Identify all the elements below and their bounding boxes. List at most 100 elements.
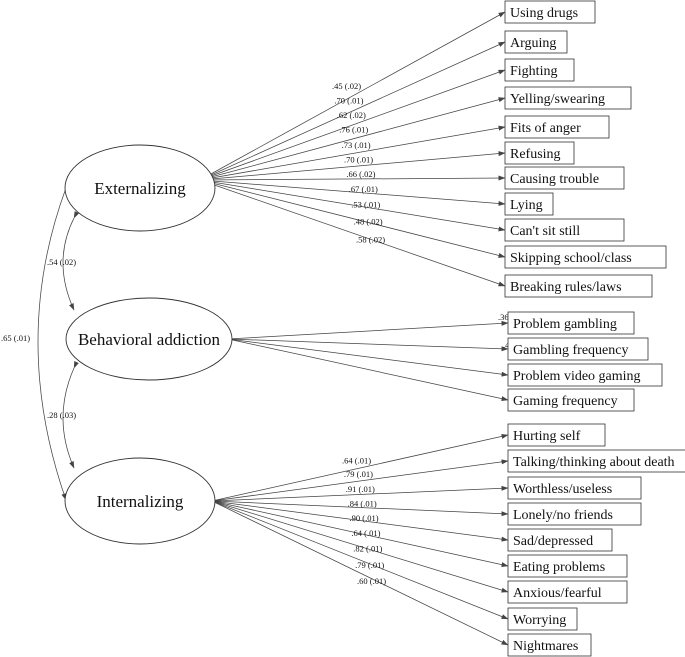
loading-label-fits-of-anger: .73 (.01) [342, 140, 371, 150]
loading-label-hurting-self: .64 (.01) [342, 455, 371, 465]
loading-path-sad-depressed [211, 500, 509, 542]
item-gambling-frequency: Gambling frequency [507, 337, 649, 361]
loading-path-talking-thinking-about-death [211, 459, 509, 502]
item-box-gambling-frequency [507, 337, 649, 361]
item-box-problem-video-gaming [507, 363, 663, 387]
item-lying: Lying [504, 192, 554, 216]
loading-label-eating-problems: .64 (.01) [351, 528, 380, 538]
loading-label-breaking-rules-laws: .58 (.02) [356, 235, 385, 245]
loading-path-yelling-swearing [199, 97, 506, 181]
loading-label-nightmares: .60 (.01) [357, 576, 386, 586]
item-gaming-frequency: Gaming frequency [507, 388, 635, 412]
loading-label-sad-depressed: .90 (.01) [350, 513, 379, 523]
item-label-lonely-no-friends: Lonely/no friends [513, 508, 613, 523]
loading-path-anxious-fearful [211, 500, 509, 593]
item-label-arguing: Arguing [510, 36, 556, 51]
item-eating-problems: Eating problems [507, 554, 628, 578]
item-box-arguing [504, 30, 568, 54]
loading-path-using-drugs [199, 11, 506, 181]
item-lonely-no-friends: Lonely/no friends [507, 502, 642, 526]
loading-path-problem-gambling [227, 320, 509, 340]
item-box-worrying [507, 607, 578, 631]
corr-arc-externalizing-internalizing [37, 181, 71, 501]
latent-factors: Externalizing Behavioral addiction Inter… [64, 144, 233, 545]
item-label-talking-thinking-about-death: Talking/thinking about death [513, 455, 675, 470]
item-box-sad-depressed [507, 528, 613, 552]
factor-externalizing-ellipse [64, 144, 216, 232]
loading-path-lying [199, 179, 506, 206]
item-label-worrying: Worrying [513, 613, 566, 628]
item-label-using-drugs: Using drugs [510, 6, 578, 21]
item-label-refusing: Refusing [510, 147, 561, 162]
item-box-refusing [504, 141, 575, 165]
item-fighting: Fighting [504, 58, 575, 82]
item-problem-video-gaming: Problem video gaming [507, 363, 663, 387]
item-worthless-useless: Worthless/useless [507, 476, 642, 500]
loading-label-skipping-school-class: .48 (.02) [354, 216, 383, 226]
loading-label-causing-trouble: .66 (.02) [346, 169, 375, 179]
item-box-causing-trouble [504, 166, 625, 190]
item-label-nightmares: Nightmares [513, 639, 578, 654]
item-box-breaking-rules-laws [504, 274, 653, 298]
loading-path-gaming-frequency [227, 338, 509, 402]
corr-label-behavioral-internalizing: .28 (.03) [47, 410, 76, 420]
item-label-eating-problems: Eating problems [513, 560, 605, 575]
item-arguing: Arguing [504, 30, 568, 54]
item-box-gaming-frequency [507, 388, 635, 412]
item-box-using-drugs [504, 0, 596, 24]
loading-path-worrying [211, 500, 509, 620]
item-box-fits-of-anger [504, 115, 610, 139]
item-label-fighting: Fighting [510, 64, 557, 79]
item-breaking-rules-laws: Breaking rules/laws [504, 274, 653, 298]
indicator-items: Using drugsArguingFightingYelling/sweari… [504, 0, 685, 657]
item-skipping-school-class: Skipping school/class [504, 245, 667, 269]
item-label-problem-video-gaming: Problem video gaming [513, 369, 641, 384]
item-label-sad-depressed: Sad/depressed [513, 534, 593, 549]
loading-path-lonely-no-friends [211, 500, 509, 517]
loading-path-worthless-useless [211, 485, 509, 502]
item-label-gambling-frequency: Gambling frequency [513, 343, 628, 358]
loading-label-can-t-sit-still: .53 (.01) [351, 200, 380, 210]
loading-paths: .45 (.02).70 (.01).62 (.02).76 (.01).73 … [199, 11, 542, 646]
loading-path-problem-video-gaming [227, 338, 509, 377]
item-yelling-swearing: Yelling/swearing [504, 86, 632, 110]
item-box-worthless-useless [507, 476, 642, 500]
item-box-lonely-no-friends [507, 502, 642, 526]
item-label-can-t-sit-still: Can't sit still [510, 224, 580, 239]
loading-path-causing-trouble [199, 175, 506, 181]
item-fits-of-anger: Fits of anger [504, 115, 610, 139]
loading-path-gambling-frequency [227, 338, 509, 352]
loading-label-lying: .67 (.01) [349, 184, 378, 194]
loading-path-hurting-self [211, 433, 509, 502]
item-box-skipping-school-class [504, 245, 667, 269]
item-problem-gambling: Problem gambling [507, 311, 635, 335]
corr-label-externalizing-behavioral: .54 (.02) [47, 257, 76, 267]
item-label-lying: Lying [510, 198, 543, 213]
loading-label-using-drugs: .45 (.02) [332, 81, 361, 91]
item-nightmares: Nightmares [507, 633, 592, 657]
item-using-drugs: Using drugs [504, 0, 596, 24]
item-causing-trouble: Causing trouble [504, 166, 625, 190]
item-refusing: Refusing [504, 141, 575, 165]
loading-path-can-t-sit-still [199, 179, 506, 232]
loading-path-arguing [199, 41, 506, 181]
item-can-t-sit-still: Can't sit still [504, 218, 625, 242]
item-box-eating-problems [507, 554, 628, 578]
loading-path-eating-problems [211, 500, 509, 568]
item-hurting-self: Hurting self [507, 423, 606, 447]
item-label-causing-trouble: Causing trouble [510, 172, 599, 187]
item-box-problem-gambling [507, 311, 635, 335]
factor-externalizing-label: Externalizing [94, 179, 186, 198]
item-sad-depressed: Sad/depressed [507, 528, 613, 552]
loading-label-talking-thinking-about-death: .79 (.01) [344, 469, 373, 479]
item-label-worthless-useless: Worthless/useless [513, 482, 612, 497]
loading-path-fighting [199, 69, 506, 181]
loading-label-yelling-swearing: .76 (.01) [339, 125, 368, 135]
corr-label-externalizing-internalizing: .65 (.01) [1, 333, 30, 343]
item-box-nightmares [507, 633, 592, 657]
item-label-fits-of-anger: Fits of anger [510, 121, 581, 136]
item-box-hurting-self [507, 423, 606, 447]
item-label-anxious-fearful: Anxious/fearful [513, 586, 602, 601]
item-label-problem-gambling: Problem gambling [513, 317, 617, 332]
item-box-lying [504, 192, 554, 216]
